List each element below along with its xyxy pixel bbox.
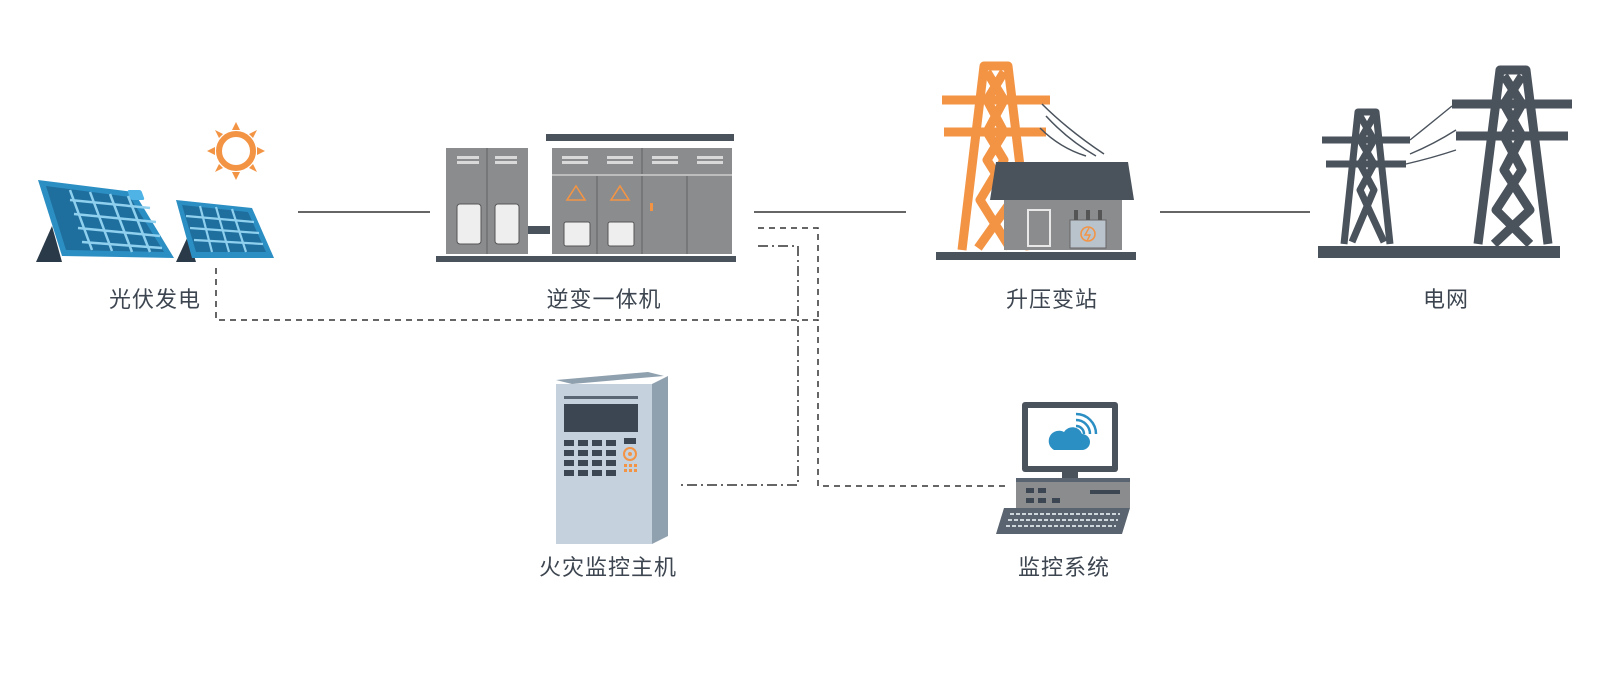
sun-icon bbox=[207, 122, 265, 180]
cloud-icon bbox=[1048, 427, 1090, 450]
label-pv: 光伏发电 bbox=[108, 288, 202, 313]
label-monitoring: 监控系统 bbox=[1017, 556, 1111, 581]
solar-panel-small bbox=[176, 200, 274, 262]
dashed-line-pv-monitoring bbox=[215, 268, 1010, 487]
dashdot-line-inverter-fire bbox=[680, 245, 799, 486]
dashed-line-inverter-monitoring bbox=[758, 227, 819, 320]
inverter-cabinet-icon bbox=[436, 134, 736, 262]
label-fire-monitor: 火灾监控主机 bbox=[538, 556, 678, 581]
fire-alarm-cabinet-icon bbox=[556, 372, 668, 544]
transformer-icon bbox=[1069, 210, 1107, 249]
warning-icon bbox=[609, 184, 631, 201]
label-grid: 电网 bbox=[1422, 288, 1470, 313]
solar-panels-sun-icon bbox=[36, 122, 274, 262]
label-inverter: 逆变一体机 bbox=[546, 288, 662, 313]
warning-icon bbox=[565, 184, 587, 201]
monitoring-computer-icon bbox=[996, 402, 1130, 534]
dashed-data-lines bbox=[215, 227, 1010, 487]
power-grid-towers-icon bbox=[1318, 65, 1572, 258]
solar-panel-large bbox=[36, 180, 174, 262]
label-substation: 升压变站 bbox=[1005, 288, 1099, 313]
wifi-icon bbox=[1075, 412, 1098, 435]
substation-tower-icon bbox=[936, 61, 1136, 260]
